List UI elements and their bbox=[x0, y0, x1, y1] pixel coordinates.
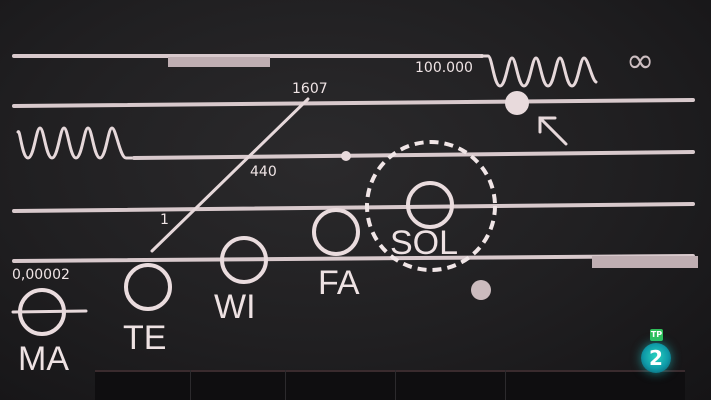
small-dot bbox=[471, 280, 491, 300]
svg-text:MA: MA bbox=[18, 340, 69, 378]
staff-line-1 bbox=[12, 54, 598, 88]
channel-logo: TP 2 bbox=[641, 329, 681, 379]
svg-text:WI: WI bbox=[214, 288, 256, 326]
value-1607-label: 1607 bbox=[292, 81, 328, 97]
value-1-label: 1 bbox=[160, 212, 169, 228]
stage-floor bbox=[95, 370, 685, 400]
value-440-label: 440 bbox=[250, 164, 277, 180]
channel-number: 2 bbox=[641, 343, 671, 373]
note-mi: WI bbox=[214, 236, 268, 326]
staff-line-5 bbox=[12, 254, 698, 268]
svg-text:SOL: SOL bbox=[390, 224, 458, 262]
svg-text:FA: FA bbox=[318, 264, 360, 302]
value-000002-label: 0,00002 bbox=[12, 267, 70, 283]
dashed-highlight-circle bbox=[365, 140, 497, 272]
infinity-icon: ∞ bbox=[626, 41, 654, 81]
sine-wave-icon bbox=[480, 54, 598, 88]
svg-text:TE: TE bbox=[123, 319, 166, 357]
note-fa: FA bbox=[312, 208, 360, 302]
floor-divider bbox=[285, 370, 286, 400]
floor-divider bbox=[505, 370, 506, 400]
value-100000-label: 100.000 bbox=[415, 60, 473, 76]
note-sol: SOL bbox=[365, 140, 497, 272]
diagonal-scale-line bbox=[150, 97, 310, 253]
tp-badge: TP bbox=[650, 329, 663, 341]
floor-divider bbox=[190, 370, 191, 400]
note-te: TE bbox=[123, 263, 172, 357]
floor-divider bbox=[395, 370, 396, 400]
staff-line-4 bbox=[12, 202, 695, 213]
staff-line-3 bbox=[16, 126, 695, 161]
arrow-up-left-icon bbox=[538, 116, 568, 146]
sine-wave-icon bbox=[16, 126, 136, 160]
note-ma: MA bbox=[11, 288, 88, 378]
staff-line-2 bbox=[12, 98, 695, 108]
large-dot bbox=[505, 91, 529, 115]
